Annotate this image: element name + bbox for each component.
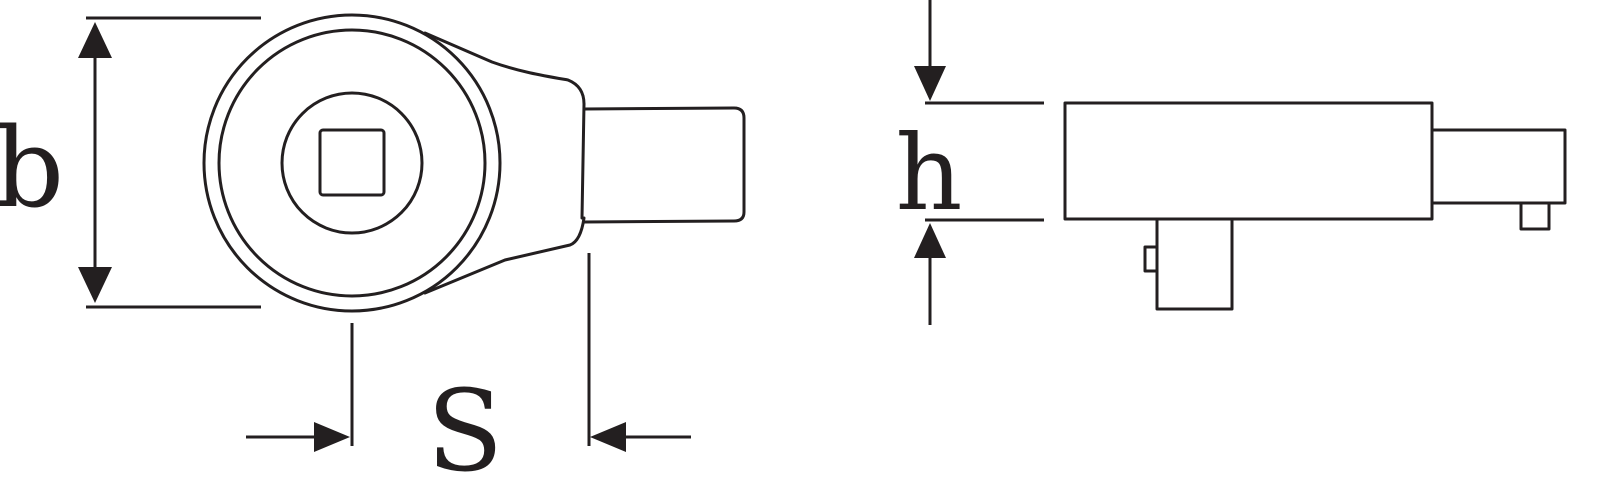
neck-upper-edge [423,31,586,106]
side-square-drive [1155,217,1234,311]
insert-tang [582,106,746,224]
side-head-body [1063,101,1434,221]
h-arrow-down [914,66,946,101]
s-arrow-left [314,422,350,452]
b-arrow-up [78,22,112,58]
b-label: b [0,104,64,232]
square-drive [318,128,386,197]
side-detent-ball [1143,245,1159,273]
s-arrow-right [590,422,626,452]
side-tang [1430,128,1567,205]
dimension-h: h [896,0,1044,325]
head-outer-circle [202,13,502,313]
neck-end-line [580,102,586,220]
head-inner-circle [217,28,487,298]
h-arrow-up [914,223,946,258]
side-view: h [896,0,1567,325]
b-arrow-down [78,267,112,303]
dimension-s: S [246,253,691,482]
side-tang-detent [1519,201,1551,231]
front-view: b S [0,13,746,482]
s-label: S [427,367,504,482]
h-label: h [896,112,963,234]
dimension-b: b [0,16,261,309]
drive-circle [280,91,424,235]
